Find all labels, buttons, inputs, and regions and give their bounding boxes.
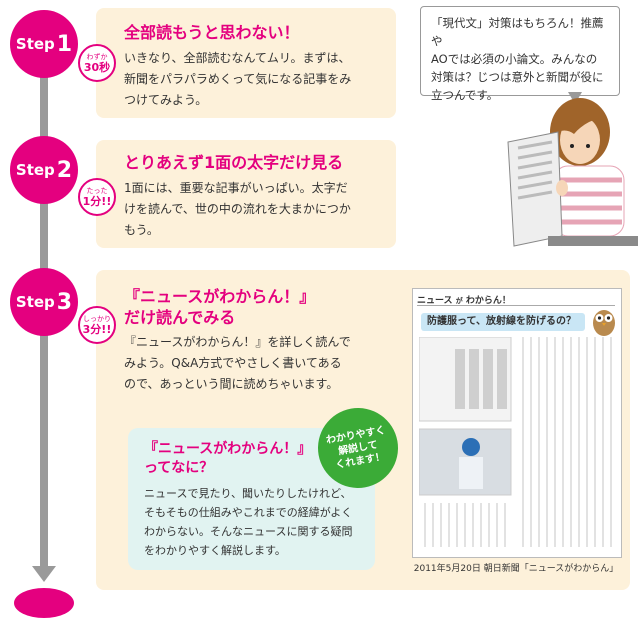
step-2-word: Step: [15, 161, 55, 179]
step-1-number: 1: [56, 31, 73, 57]
step-3-number: 3: [56, 289, 73, 315]
speech-bubble: 「現代文」対策はもちろん！推薦や AOでは必須の小論文。みんなの 対策は？じつは…: [420, 6, 620, 102]
step-1-circle: Step 1: [10, 10, 78, 78]
step-1-word: Step: [15, 35, 55, 53]
newspaper-clipping: ニュース が わからん！ 防護服って、放射線を防げるの？: [412, 288, 622, 558]
step-2-text: 1面には、重要な記事がいっぱい。太字だ けを読んで、世の中の流れを大まかにつか …: [124, 181, 351, 237]
photo-figure-suit: [459, 457, 483, 489]
step-2-circle: Step 2: [10, 136, 78, 204]
next-step-circle: [14, 588, 74, 618]
bangs-shape: [550, 114, 600, 136]
newspaper-lines: [517, 140, 553, 200]
text-columns: [522, 337, 612, 547]
eye-left: [570, 144, 574, 148]
hand-shape: [556, 180, 568, 196]
step-2-card: とりあえず1面の太字だけ見る 1面には、重要な記事がいっぱい。太字だ けを読んで…: [96, 140, 396, 248]
owl-icon: [593, 310, 615, 336]
woman-reading-newspaper-illustration: [507, 98, 638, 247]
eye-right: [586, 144, 590, 148]
newspaper-headline: 防護服って、放射線を防げるの？: [421, 313, 585, 331]
newspaper-header: ニュース が わからん！: [417, 293, 615, 306]
timeline-arrow: [32, 566, 56, 582]
step-1-time-badge: わずか 30秒: [78, 44, 116, 82]
step-2-number: 2: [56, 157, 73, 183]
step-1-card: 全部読もうと思わない！ いきなり、全部読むなんてムリ。まずは、 新聞をパラパラめ…: [96, 8, 396, 118]
step-3-title: 『ニュースがわからん！』 だけ読んでみる: [124, 287, 316, 327]
step-2-title: とりあえず1面の太字だけ見る: [124, 153, 344, 172]
step-3-word: Step: [15, 293, 55, 311]
step-1-title: 全部読もうと思わない！: [124, 23, 300, 42]
step-3-circle: Step 3: [10, 268, 78, 336]
diagram-bars: [455, 349, 507, 409]
desk-shape: [548, 236, 638, 246]
step-3-text: 『ニュースがわからん！』を詳しく読んで みよう。Q&A方式でやさしく書いてある …: [124, 335, 351, 391]
shirt-shape: [553, 165, 625, 237]
newspaper-sheet: [507, 131, 563, 247]
speech-bubble-text: 「現代文」対策はもちろん！推薦や AOでは必須の小論文。みんなの 対策は？じつは…: [431, 16, 604, 102]
shirt-stripes: [556, 177, 622, 225]
newspaper-body: [419, 337, 612, 547]
photo-figure-head: [462, 438, 480, 456]
info-title: 『ニュースがわからん！』 ってなに？: [144, 441, 312, 476]
info-text: ニュースで見たり、聞いたりしたけれど、 そもそもの仕組みやこれまでの経緯がよく …: [144, 487, 353, 557]
step-2-time-badge: たった 1分!!: [78, 178, 116, 216]
bottom-text-columns: [424, 503, 506, 547]
step-1-text: いきなり、全部読むなんてムリ。まずは、 新聞をパラパラめくって気になる記事をみ …: [124, 51, 352, 107]
newspaper-caption: 2011年5月20日 朝日新聞「ニュースがわからん」: [413, 564, 619, 574]
step-3-time-badge: しっかり 3分!!: [78, 306, 116, 344]
